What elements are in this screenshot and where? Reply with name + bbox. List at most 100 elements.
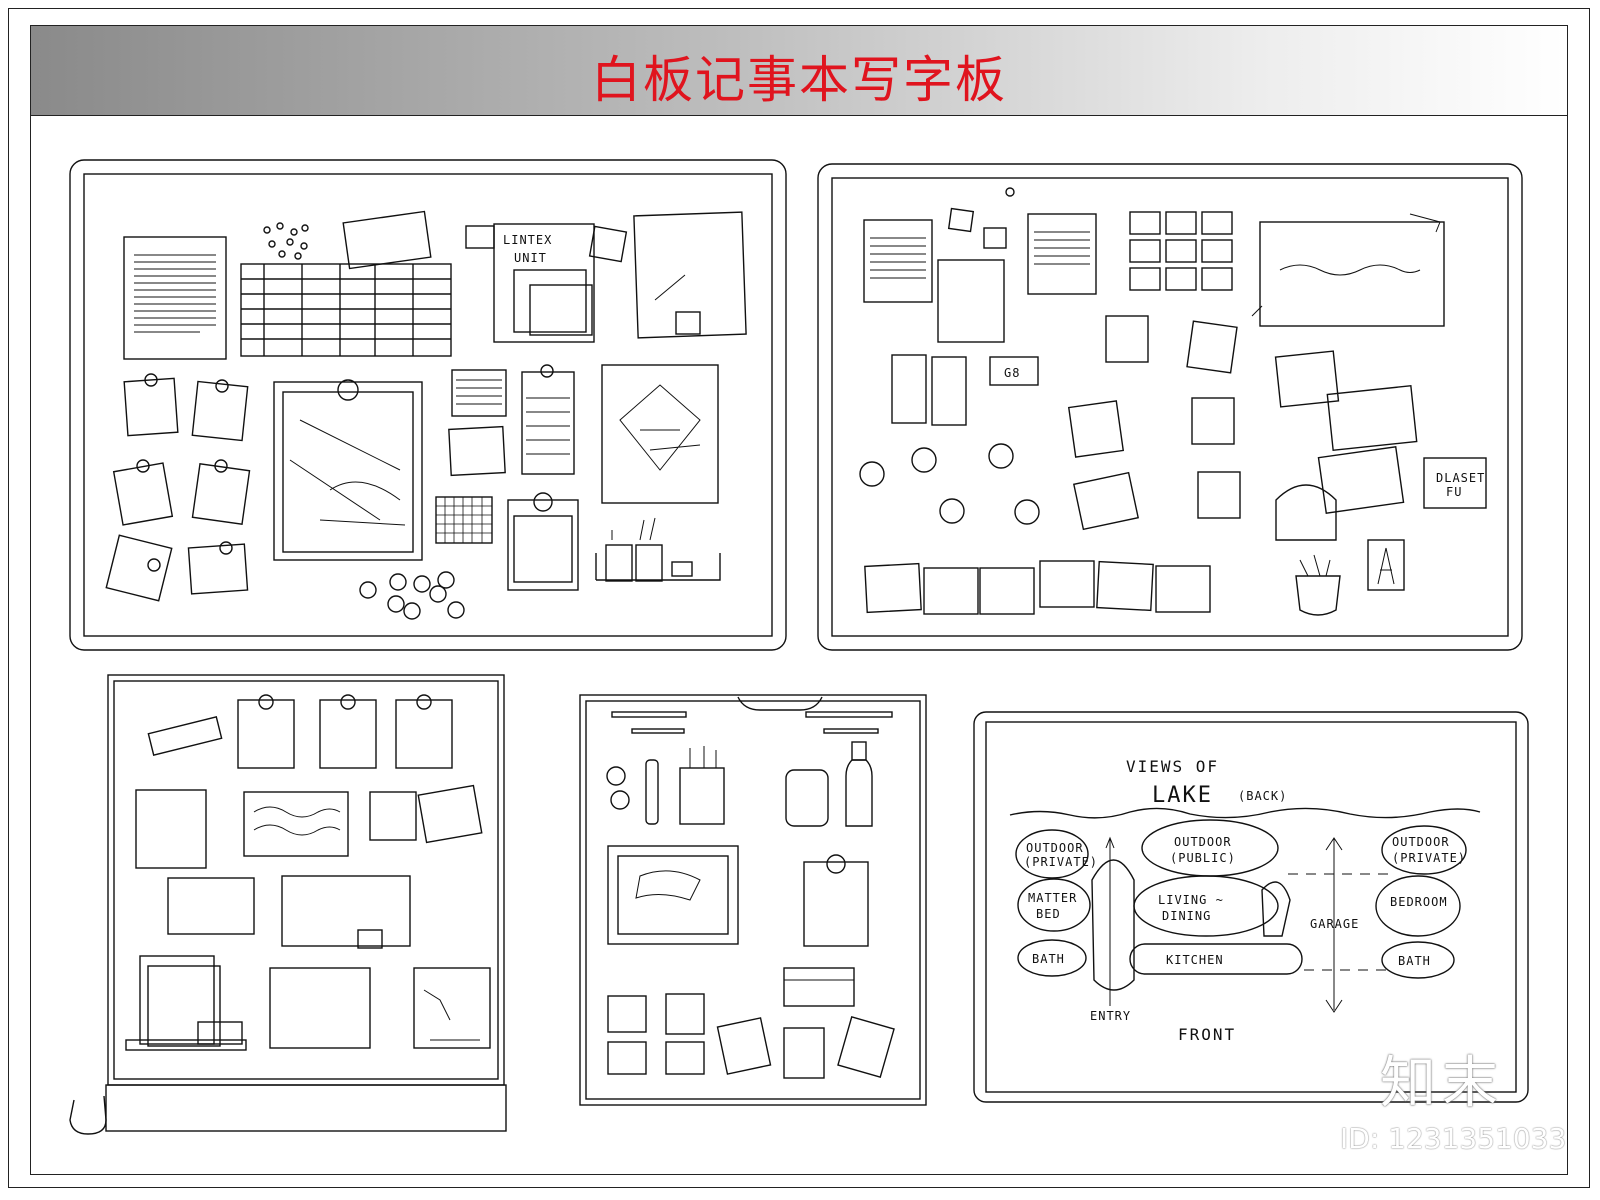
- machine-sketch: [601, 364, 719, 504]
- calendar-grid: [281, 875, 411, 947]
- board-4-notch: [737, 696, 823, 711]
- board-5-surface: [985, 721, 1517, 1093]
- page-title: 白板记事本写字板: [591, 51, 1007, 109]
- pinned-photo: [803, 861, 869, 947]
- board-5-frame: [973, 711, 1529, 1103]
- label-outdoor-left-1: OUTDOOR: [1026, 841, 1084, 855]
- sticky-note: [983, 227, 1007, 249]
- polaroid: [716, 1017, 772, 1075]
- label-bath-left: BATH: [1032, 952, 1065, 966]
- checklist: [931, 356, 967, 426]
- magnet: [610, 790, 630, 810]
- entry-corridor: [1091, 859, 1135, 991]
- folder-stack: [147, 965, 221, 1047]
- timeline-curve: [1279, 264, 1421, 276]
- label-bath-right: BATH: [1398, 954, 1431, 968]
- heading-views-of: VIEWS OF: [1126, 757, 1219, 776]
- stair: [1261, 881, 1291, 937]
- label-front: FRONT: [1178, 1025, 1236, 1044]
- polaroid-group: [105, 373, 251, 602]
- folder-stack: [139, 955, 215, 1045]
- outer-frame: [8, 8, 1590, 1188]
- zone-kitchen: [1129, 943, 1303, 975]
- magnet: [606, 766, 626, 786]
- pen-cup: [1295, 575, 1341, 616]
- label-outdoor-public-1: OUTDOOR: [1174, 835, 1232, 849]
- document-lines: [134, 254, 216, 333]
- label-card: [783, 967, 855, 1007]
- note-card: [417, 784, 483, 844]
- shelf-bar: [805, 711, 893, 718]
- label-outdoor-right-1: OUTDOOR: [1392, 835, 1450, 849]
- pen-cup: [605, 544, 633, 582]
- photo-group: [1067, 315, 1418, 531]
- map-poster: [607, 845, 739, 945]
- polaroid: [837, 1016, 895, 1078]
- label-bedroom: BEDROOM: [1390, 895, 1448, 909]
- pattern-cards: [237, 694, 453, 769]
- sketch-note: [633, 211, 747, 339]
- checklist-note: [521, 371, 575, 475]
- board-3-surface: [113, 680, 499, 1080]
- corkboard-3: [69, 674, 507, 1135]
- entry-arrow: [1105, 836, 1115, 1006]
- g8-label: [989, 356, 1039, 386]
- small-note-2: [588, 225, 628, 263]
- pegboard-grid: [435, 496, 493, 544]
- board-1-frame: [69, 159, 787, 651]
- spray-bottle: [845, 759, 873, 827]
- whiteboard-5: VIEWS OF LAKE (BACK) OUTDOOR (PRIVATE) O…: [973, 711, 1529, 1103]
- chart-paper: [937, 259, 1005, 343]
- pin: [826, 854, 846, 874]
- label-dining: DINING: [1162, 909, 1211, 923]
- shelf: [125, 1039, 247, 1051]
- pen-cup: [635, 544, 663, 582]
- lined-note: [451, 369, 507, 417]
- board-1-surface: [83, 173, 773, 637]
- polaroid: [783, 1027, 825, 1079]
- zone-bedroom: [1375, 875, 1461, 937]
- board-4-frame: [579, 694, 927, 1106]
- zone-bath-right: [1381, 941, 1455, 979]
- guide-lines: [1288, 873, 1394, 971]
- lintex-inner-card: [513, 269, 587, 333]
- spray-nozzle: [851, 741, 867, 761]
- label-master-1: MATTER: [1028, 891, 1077, 905]
- label-outdoor-left-2: (PRIVATE): [1024, 855, 1098, 869]
- magnet-dots: [263, 222, 309, 260]
- document: [863, 219, 933, 303]
- whiteboard-4: [579, 694, 927, 1106]
- checklist: [891, 354, 927, 424]
- title-banner: 白板记事本写字板: [31, 26, 1567, 116]
- label-outdoor-right-2: (PRIVATE): [1392, 851, 1466, 865]
- zone-outdoor-private-right: [1381, 825, 1467, 875]
- poster-sketch: [289, 419, 406, 526]
- lintex-text-2: UNIT: [514, 251, 547, 265]
- label-entry: ENTRY: [1090, 1009, 1131, 1023]
- clip-photo: [1275, 484, 1337, 541]
- wave-chart: [243, 791, 349, 857]
- sticky-note: [947, 207, 975, 233]
- timeline-paper: [1259, 221, 1445, 327]
- pin: [337, 379, 359, 401]
- ring-magnets: [859, 443, 1040, 525]
- graph-paper: [413, 967, 491, 1049]
- dlaset-text-1: DLASET: [1436, 471, 1485, 485]
- note: [665, 1041, 705, 1075]
- zone-bath-left: [1017, 939, 1087, 977]
- board-2-surface: [831, 177, 1509, 637]
- pen-holder: [197, 1021, 243, 1045]
- eraser-block: [147, 716, 223, 756]
- shelf-bar: [823, 728, 879, 734]
- board-4-surface: [585, 700, 921, 1100]
- dlaset-text-2: FU: [1446, 485, 1462, 499]
- sketch-note-card: [675, 311, 701, 335]
- label-outdoor-public-2: (PUBLIC): [1170, 851, 1236, 865]
- eraser-case: [785, 769, 829, 827]
- building-sketch: [135, 789, 207, 869]
- pen-cup: [679, 767, 725, 825]
- whiteboard-1: LINTEX UNIT: [69, 159, 787, 651]
- sticky-squares: [864, 560, 1211, 615]
- postcard: [342, 210, 432, 270]
- lake-shoreline: [1009, 807, 1481, 819]
